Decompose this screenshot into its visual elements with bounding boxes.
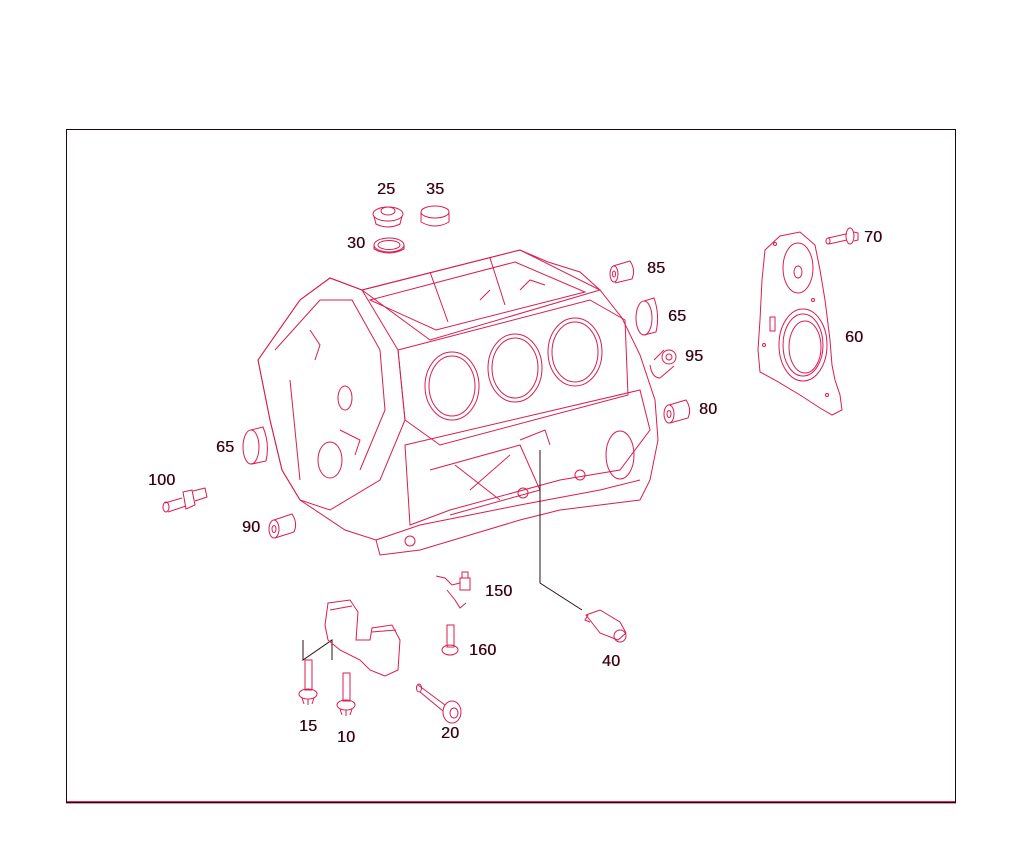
callout-100[interactable]: 100 xyxy=(148,472,176,489)
callout-60[interactable]: 60 xyxy=(845,329,864,346)
part-20-bolt[interactable] xyxy=(416,683,462,724)
callout-95[interactable]: 95 xyxy=(685,348,704,365)
part-65-plug-left[interactable] xyxy=(242,426,268,465)
callout-65-right[interactable]: 65 xyxy=(668,308,687,325)
part-25-cap[interactable] xyxy=(372,206,404,228)
callout-80[interactable]: 80 xyxy=(699,401,718,418)
part-bracket-engine-mount[interactable] xyxy=(324,599,401,677)
callout-20[interactable]: 20 xyxy=(441,725,460,742)
leader-line-40 xyxy=(539,450,583,611)
part-10-bolt[interactable] xyxy=(336,672,356,716)
leader-line-15 xyxy=(302,639,333,661)
crankcase-block[interactable] xyxy=(257,249,659,556)
part-150-clip[interactable] xyxy=(435,571,471,609)
part-100-screw[interactable] xyxy=(162,487,208,513)
callout-25[interactable]: 25 xyxy=(377,181,396,198)
part-160-bolt[interactable] xyxy=(441,624,459,656)
diagram-frame xyxy=(66,129,956,803)
callout-65-left[interactable]: 65 xyxy=(216,439,235,456)
part-15-bolt[interactable] xyxy=(298,659,318,705)
part-70-bolt[interactable] xyxy=(825,227,859,245)
callout-15[interactable]: 15 xyxy=(299,718,318,735)
part-35-ring[interactable] xyxy=(420,205,450,227)
part-95-sleeve[interactable] xyxy=(649,349,677,379)
callout-30[interactable]: 30 xyxy=(347,235,366,252)
part-80-sleeve[interactable] xyxy=(663,399,691,424)
callout-40[interactable]: 40 xyxy=(602,653,621,670)
callout-35[interactable]: 35 xyxy=(426,181,445,198)
part-65-plug-right[interactable] xyxy=(635,297,659,336)
part-30-seal[interactable] xyxy=(373,237,405,254)
part-90-sleeve[interactable] xyxy=(268,513,297,539)
callout-160[interactable]: 160 xyxy=(469,642,497,659)
callout-85[interactable]: 85 xyxy=(647,260,666,277)
callout-150[interactable]: 150 xyxy=(485,583,513,600)
callout-90[interactable]: 90 xyxy=(242,519,261,536)
callout-10[interactable]: 10 xyxy=(337,729,356,746)
part-60-rear-cover[interactable] xyxy=(757,231,843,416)
callout-70[interactable]: 70 xyxy=(864,229,883,246)
part-40-sensor[interactable] xyxy=(584,609,627,643)
part-85-sleeve[interactable] xyxy=(609,260,635,284)
